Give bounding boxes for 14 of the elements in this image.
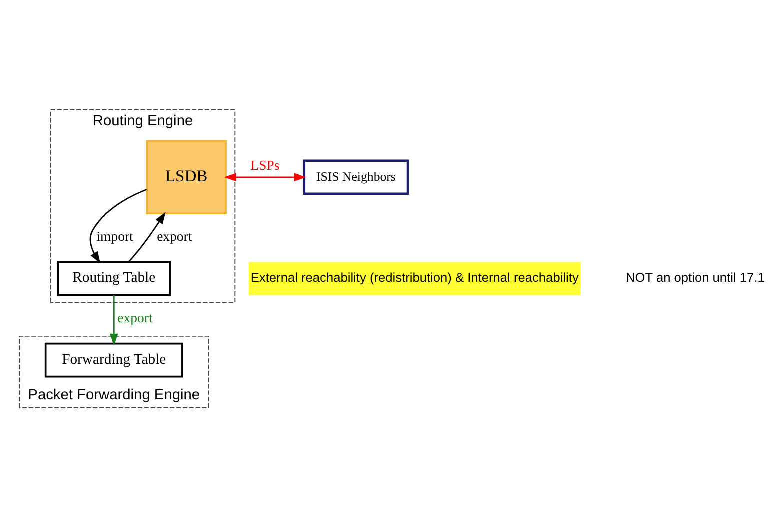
- node-box: Routing Table: [57, 260, 171, 296]
- node-box: LSDB: [146, 140, 227, 214]
- arrow: [224, 172, 306, 182]
- edge-label: export: [157, 228, 192, 244]
- arrow: [128, 212, 166, 262]
- node-box: Forwarding Table: [44, 342, 184, 378]
- arrow: [110, 294, 118, 346]
- edge-label: import: [96, 228, 134, 244]
- label: External reachability (redistribution) & Internal reachability: [250, 270, 579, 285]
- arrow: [90, 188, 148, 264]
- node-box: ISIS Neighbors: [303, 159, 410, 195]
- edge-label: export: [118, 310, 153, 326]
- label: NOT an option until 17.1: [626, 270, 765, 285]
- edge-label: LSPs: [250, 158, 280, 173]
